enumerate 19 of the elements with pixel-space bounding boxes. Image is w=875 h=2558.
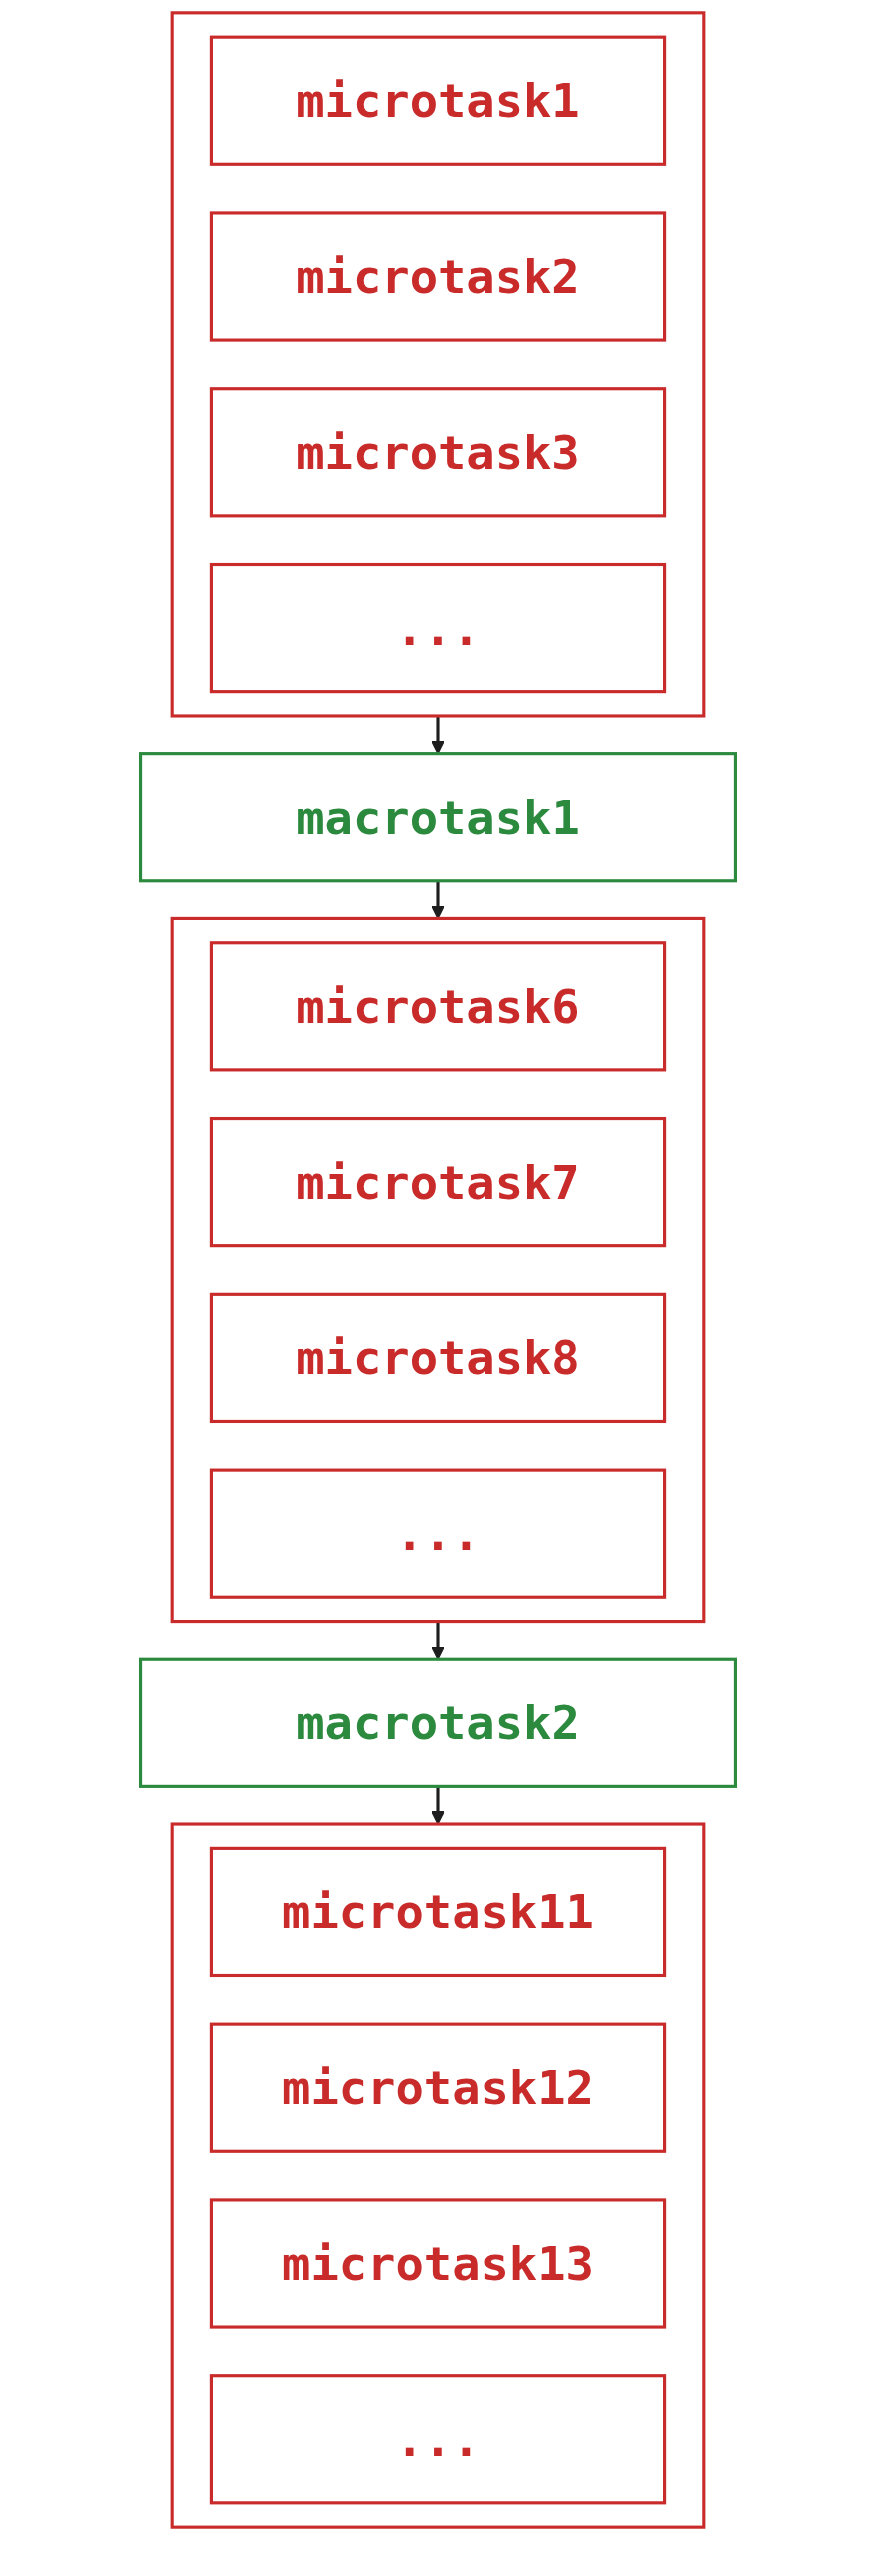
node-box: macrotask1: [138, 752, 737, 883]
node-box: microtask3: [209, 387, 666, 518]
node-box: microtask6: [209, 941, 666, 1072]
node-box: microtask12: [209, 2022, 666, 2153]
arrow: [430, 1621, 445, 1660]
node-box: macrotask2: [138, 1657, 737, 1788]
node-box: microtask11: [209, 1846, 666, 1978]
node-box: microtask2: [209, 211, 666, 342]
node-box: microtask7: [209, 1116, 666, 1248]
node-box: ...: [209, 1468, 666, 1599]
node-box: ...: [209, 2374, 666, 2505]
cluster: [170, 916, 705, 1624]
node-box: microtask8: [209, 1292, 666, 1424]
node-box: ...: [209, 562, 666, 694]
arrow: [430, 1786, 445, 1825]
cluster: [170, 1822, 705, 2529]
node-box: microtask13: [209, 2198, 666, 2329]
node-box: microtask1: [209, 35, 666, 166]
cluster: [170, 11, 705, 718]
